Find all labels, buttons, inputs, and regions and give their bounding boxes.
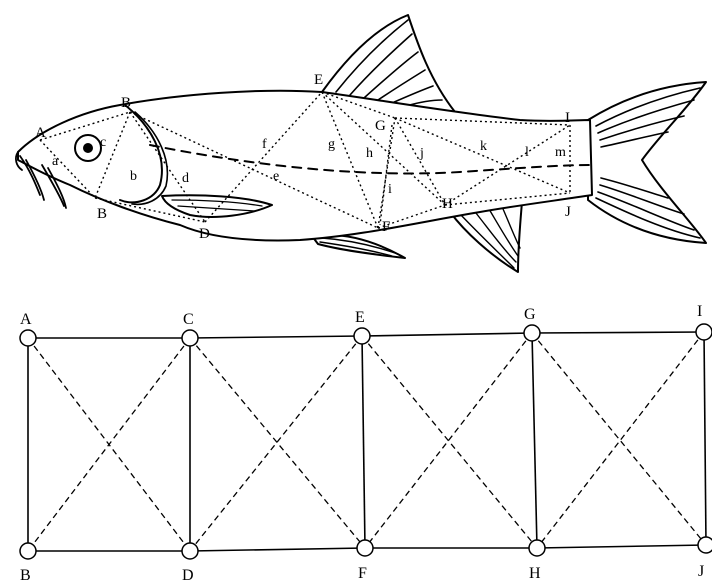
distance-label-c: c: [100, 135, 106, 150]
fish-landmark-B-bottom: B: [97, 206, 107, 222]
truss-solid-edges: [28, 332, 706, 551]
truss-label-B: B: [20, 567, 31, 583]
fish-landmark-H: H: [442, 196, 453, 212]
truss-node-C: [182, 330, 198, 346]
truss-label-E: E: [355, 309, 365, 326]
truss-node-H: [529, 540, 545, 556]
truss-label-G: G: [524, 306, 536, 323]
truss-label-H: H: [529, 565, 541, 582]
fish-landmark-B-top: B: [121, 95, 131, 111]
distance-label-e: e: [273, 169, 279, 184]
distance-label-h: h: [366, 146, 373, 161]
fish-landmark-F: F: [382, 219, 390, 235]
distance-label-i: i: [388, 182, 392, 197]
truss-label-A: A: [20, 311, 32, 328]
distance-label-k: k: [480, 139, 487, 154]
distance-label-a: a: [52, 154, 59, 169]
truss-nodes: [20, 324, 712, 559]
distance-label-b: b: [130, 169, 137, 184]
truss-label-I: I: [697, 303, 702, 320]
caudal-fin: [588, 82, 706, 243]
fish-landmark-I: I: [565, 110, 570, 126]
truss-node-B: [20, 543, 36, 559]
fish-landmark-J: J: [565, 204, 571, 220]
truss-network: [20, 324, 712, 559]
truss-node-G: [524, 325, 540, 341]
truss-node-J: [698, 537, 712, 553]
truss-node-E: [354, 328, 370, 344]
distance-label-l: l: [525, 145, 529, 160]
fish-landmark-A: A: [35, 125, 46, 141]
fish-landmark-D: D: [199, 226, 210, 242]
truss-diagonal-edges: [28, 332, 706, 551]
truss-node-I: [696, 324, 712, 340]
truss-node-D: [182, 543, 198, 559]
fish-landmark-G: G: [375, 118, 386, 134]
distance-label-f: f: [262, 137, 267, 152]
truss-label-C: C: [183, 311, 194, 328]
fish-pupil: [84, 144, 92, 152]
truss-label-J: J: [698, 563, 704, 580]
truss-label-F: F: [358, 565, 367, 582]
distance-label-g: g: [328, 137, 335, 152]
truss-node-F: [357, 540, 373, 556]
fish-landmark-E: E: [314, 72, 323, 88]
truss-label-D: D: [182, 567, 194, 583]
distance-label-j: j: [419, 146, 424, 161]
distance-label-m: m: [555, 145, 566, 160]
fish-illustration: [16, 15, 706, 272]
truss-node-A: [20, 330, 36, 346]
distance-label-d: d: [182, 171, 189, 186]
